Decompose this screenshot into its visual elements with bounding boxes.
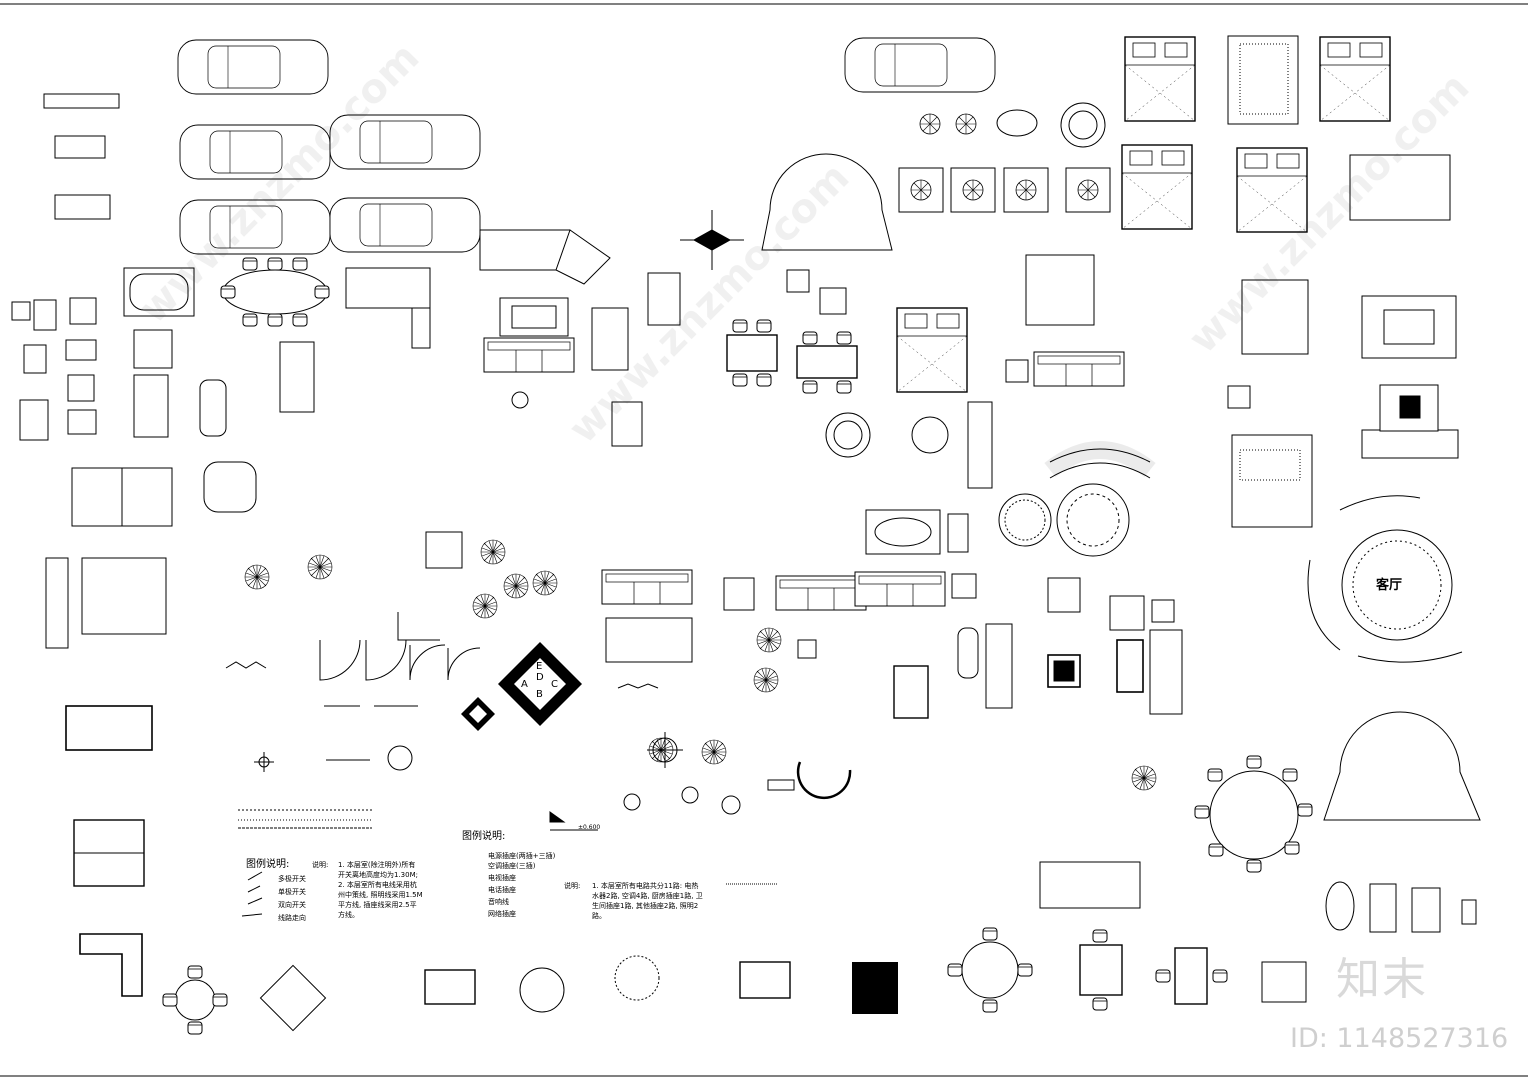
scale-bars <box>225 661 778 885</box>
bed-blocks <box>896 35 1451 393</box>
brand-logo: 知末 <box>1336 954 1428 1005</box>
notes-right-line: 1. 本层室所有电路共分11路: 电热 <box>592 882 699 890</box>
fixture-symbols <box>254 210 852 815</box>
notes-left-line: 开关离地高度均为1.30M; <box>338 871 418 879</box>
legend-left-item: 单极开关 <box>278 888 306 896</box>
legend-left-item: 多极开关 <box>278 875 306 883</box>
legend-center-item: 电源插座(两插+三插) <box>488 852 556 860</box>
bathtub-blocks <box>123 267 257 513</box>
svg-text:D: D <box>536 672 544 683</box>
svg-text:A: A <box>521 679 528 690</box>
door-swings <box>319 531 481 681</box>
dining-table-rect <box>726 319 858 394</box>
armchair-blocks <box>591 269 1477 933</box>
round-tables <box>825 102 1453 641</box>
notes-right-line: 生间插座1路, 其他插座2路, 照明2 <box>592 902 699 910</box>
legend-center-item: 电话插座 <box>488 886 516 894</box>
legend-center-item: 音响线 <box>488 898 509 906</box>
legend-left-item: 线路走向 <box>278 914 306 922</box>
room-label-living-room: 客厅 <box>1376 578 1403 593</box>
notes-left-line: 方线。 <box>338 911 359 919</box>
compass-diamond <box>461 642 582 731</box>
legend-left-title: 图例说明: <box>246 859 290 870</box>
living-room-set <box>499 295 1457 555</box>
compass-letter: E A C B D <box>521 661 558 700</box>
svg-text:E: E <box>536 661 542 672</box>
legend-switch-symbols <box>241 871 263 917</box>
legend-center-item: 空调插座(三插) <box>488 862 536 870</box>
legend-left-item: 双向开关 <box>278 901 306 909</box>
id-badge: ID: 1148527316 <box>1290 1023 1509 1054</box>
banquet-table <box>1194 755 1313 873</box>
notes-left-label: 说明: <box>312 861 329 869</box>
curved-sofa <box>761 153 1481 821</box>
notes-right-label: 说明: <box>564 882 581 890</box>
notes-right-line: 水器2路, 空调4路, 厨房插座1路, 卫 <box>592 892 703 900</box>
svg-text:C: C <box>551 679 558 690</box>
fitting-blocks <box>11 93 120 441</box>
notes-left-line: 平方线, 插座线采用2.5平 <box>338 901 417 909</box>
notes-left-line: 1. 本层室(除注明外)所有 <box>338 861 416 869</box>
notes-right-line: 路。 <box>592 912 606 920</box>
rug-medallions <box>910 109 1099 201</box>
rug-blocks <box>898 167 1144 693</box>
legend-center-title: 图例说明: <box>462 831 506 842</box>
notes-left-line: 2. 本层室所有电线采用杭 <box>338 881 417 889</box>
legend-center-item: 网络插座 <box>488 910 516 918</box>
notes-left-line: 州中策线, 照明线采用1.5M <box>338 891 423 899</box>
office-desks <box>45 229 611 997</box>
plant-blocks <box>244 539 1157 791</box>
svg-text:B: B <box>536 689 543 700</box>
dining-table-oval <box>220 257 330 327</box>
dining-sets-bottom <box>162 927 1307 1035</box>
legend-center-item: 电视插座 <box>488 874 516 882</box>
sofa-blocks <box>483 279 1459 611</box>
level-mark: ±0.600 <box>578 824 601 831</box>
